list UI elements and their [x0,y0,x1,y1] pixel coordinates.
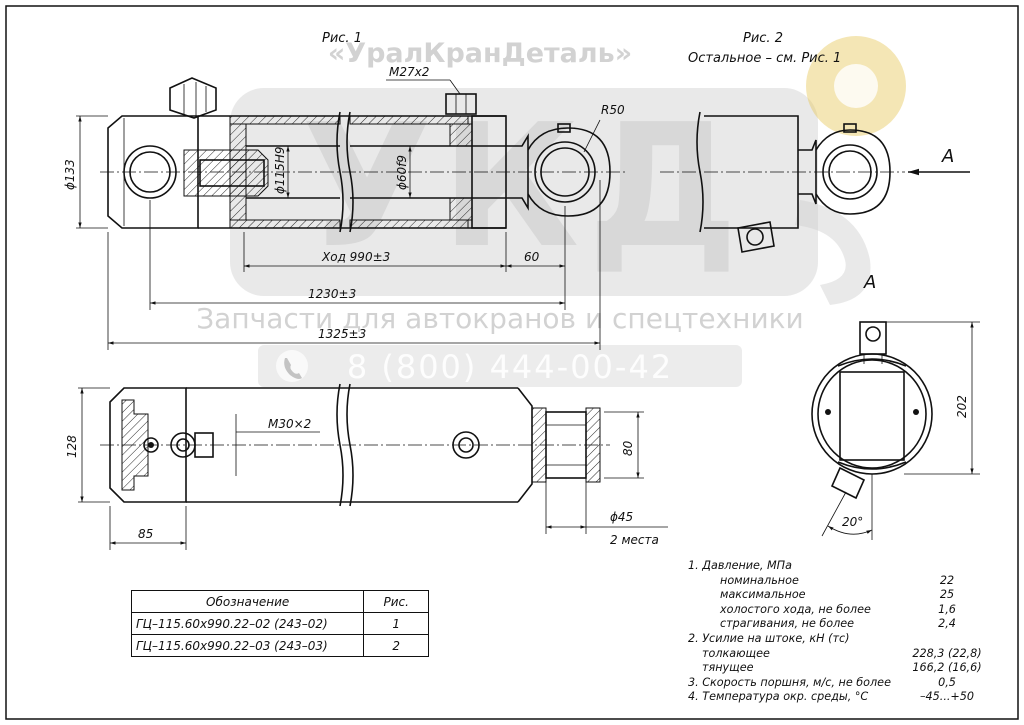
watermark-logo-plate [230,88,818,296]
note-label: 3. Скорость поршня, м/с, не более [688,675,891,689]
top-view-rod-port [452,431,480,459]
technical-notes: 1. Давление, МПа номинальное 22 максималь… [688,559,988,705]
fig1-side-view [76,77,625,350]
fig2-side-view [660,111,970,253]
dim-60: 60 [524,250,540,264]
fig2-port-fitting [737,221,775,253]
table-cell-designation: ГЦ–115.60х990.22–02 (243–02) [130,612,365,635]
watermark-tagline: Запчасти для автокранов и спецтехники [196,302,804,335]
dim-80: 80 [621,440,635,456]
dim-stroke: Ход 990±3 [321,250,390,264]
dim-d133: ϕ133 [63,159,77,190]
note-value: –45...+50 [919,690,975,704]
rod-eye-outer [534,141,596,203]
dim-1325: 1325±3 [318,327,366,341]
top-view-port [143,437,159,453]
view-a-port [859,321,887,355]
table-header-row: Обозначение Рис. [130,590,429,613]
top-view [78,383,668,550]
table-header-figure: Рис. [363,590,429,613]
watermark-phone-icon [276,350,308,382]
watermark-hook-hole [834,64,878,108]
dim-d115: ϕ115H9 [273,147,287,194]
table-row: ГЦ–115.60х990.22–03 (243–03) 2 [130,634,429,657]
bottom-eye-outer [123,145,177,199]
note-row: толкающее 228,3 (22,8) [688,647,988,662]
bottom-eye-inner [129,151,171,193]
table-row: ГЦ–115.60х990.22–02 (243–02) 1 [130,612,429,635]
rod-port-fitting [445,93,477,115]
note-label: страгивания, не более [720,617,855,631]
note-label: номинальное [720,573,799,587]
note-row: холостого хода, не более 1,6 [688,603,988,618]
view-a [811,321,980,540]
watermark-handset [284,358,302,379]
note-label: холостого хода, не более [720,602,871,616]
note-row: 4. Температура окр. среды, °С –45...+50 [688,690,988,705]
note-row: тянущее 166,2 (16,6) [688,661,988,676]
dim-85: 85 [138,527,153,541]
view-a-arrow-label: А [941,146,954,167]
note-value: 228,3 (22,8) [912,646,982,660]
dim-d60: ϕ60f9 [395,155,409,190]
note-row: 3. Скорость поршня, м/с, не более 0,5 [688,676,988,691]
note-value: 22 [939,573,955,587]
dim-r50: R50 [601,103,625,117]
note-label: 1. Давление, МПа [688,559,792,572]
sheet-frame [5,5,1019,720]
note-row: максимальное 25 [688,588,988,603]
table-cell-figure: 1 [363,612,429,635]
dim-202: 202 [955,395,969,418]
note-value: 25 [939,588,955,602]
dim-angle20: 20° [842,515,863,529]
note-label: 2. Усилие на штоке, кН (тс) [688,631,850,645]
table-header-designation: Обозначение [130,590,365,613]
note-row: страгивания, не более 2,4 [688,617,988,632]
watermark-company: «УралКранДеталь» [328,38,632,69]
dim-128: 128 [65,435,79,458]
fig1-label: Рис. 1 [322,31,362,46]
view-a-title: А [863,272,876,293]
fig2-note: Остальное – см. Рис. 1 [688,51,841,66]
table-cell-figure: 2 [363,634,429,657]
note-label: максимальное [720,588,806,602]
note-row: номинальное 22 [688,574,988,589]
note-value: 166,2 (16,6) [912,661,982,675]
note-value: 1,6 [938,602,956,616]
dim-places: 2 места [610,533,659,547]
note-row: 1. Давление, МПа [688,559,988,574]
designation-table: Обозначение Рис. ГЦ–115.60х990.22–02 (24… [130,590,429,657]
rod-eye-inner [540,147,590,197]
dim-1230: 1230±3 [308,287,356,301]
note-label: толкающее [702,646,770,660]
table-cell-designation: ГЦ–115.60х990.22–03 (243–03) [130,634,365,657]
watermark: УКД «УралКранДеталь» Запчасти для автокр… [196,36,906,387]
watermark-hook [795,200,871,305]
dim-m30: M30×2 [268,417,311,431]
m27-port-fitting [169,77,217,119]
dim-d45: ϕ45 [610,510,633,524]
watermark-phone: 8 (800) 444-00-42 [347,348,673,386]
note-label: 4. Температура окр. среды, °С [688,690,869,704]
note-value: 2,4 [938,617,956,631]
dim-m27: M27x2 [389,65,429,79]
note-row: 2. Усилие на штоке, кН (тс) [688,632,988,647]
fig2-eye-outer [822,144,878,200]
fig2-label: Рис. 2 [743,31,783,46]
watermark-phone-plate [258,345,742,387]
fig2-eye-inner [828,150,872,194]
note-value: 0,5 [938,675,956,689]
note-label: тянущее [702,661,754,675]
